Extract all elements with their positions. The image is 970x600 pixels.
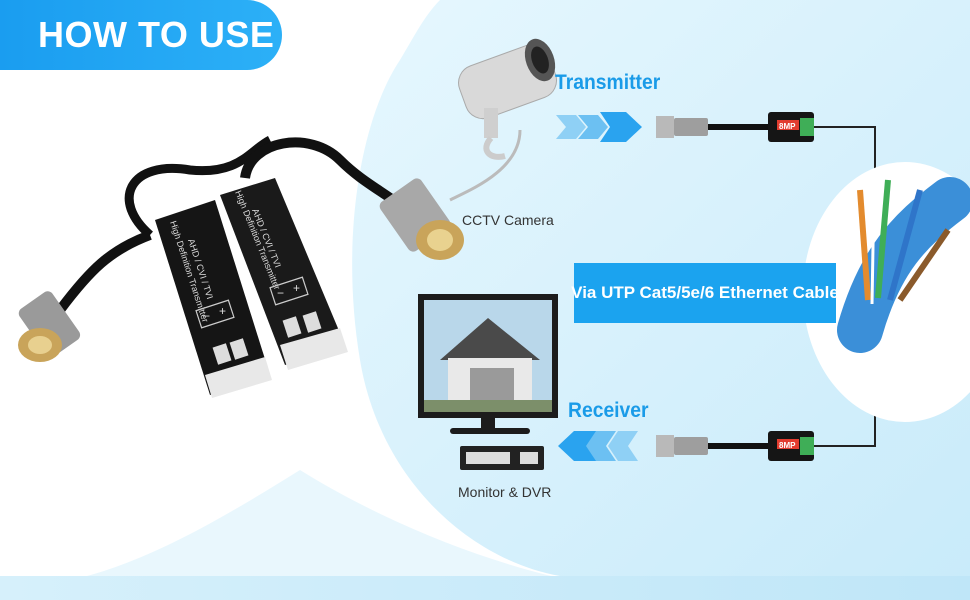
terminal-minus-right: − [277, 286, 284, 300]
cable-run-bottom [814, 410, 876, 447]
monitor-caption: Monitor & DVR [458, 484, 552, 500]
terminal-plus-left: + [219, 304, 226, 318]
terminal-plus-right: + [293, 281, 300, 295]
receiver-label: Receiver [568, 399, 649, 422]
monitor-icon [418, 294, 558, 434]
cable-banner: Via UTP Cat5/5e/6 Ethernet Cable [571, 263, 839, 323]
terminal-box-left [195, 299, 235, 329]
cable-left-lead [56, 230, 152, 314]
terminal-minus-left: − [203, 309, 210, 323]
receiver-badge: 8MP [779, 441, 796, 450]
balun-body-left [155, 200, 272, 398]
page-title: HOW TO USE [38, 14, 275, 55]
cable-loop-left [124, 135, 273, 239]
dvr-icon [460, 446, 544, 470]
cable-loop-right [240, 137, 403, 210]
transmitter-balun-icon: 8MP [656, 112, 814, 142]
cable-run-top [814, 126, 876, 175]
ethernet-cable-icon [803, 162, 970, 422]
transmitter-badge: 8MP [779, 122, 796, 131]
transmitter-label: Transmitter [555, 71, 661, 94]
receiver-arrow-icon [558, 431, 638, 461]
cable-caption: Via UTP Cat5/5e/6 Ethernet Cable [571, 283, 839, 302]
header-banner: HOW TO USE [0, 0, 282, 70]
balun-body-right [220, 178, 348, 370]
bnc-connector-right [379, 178, 464, 260]
camera-caption: CCTV Camera [462, 212, 554, 228]
terminal-box-right [269, 276, 309, 306]
bottom-band [0, 576, 970, 600]
receiver-balun-icon: 8MP [656, 431, 814, 461]
transmitter-arrow-icon [556, 112, 642, 142]
bnc-connector-left [18, 291, 81, 362]
cctv-camera-icon [449, 38, 557, 202]
